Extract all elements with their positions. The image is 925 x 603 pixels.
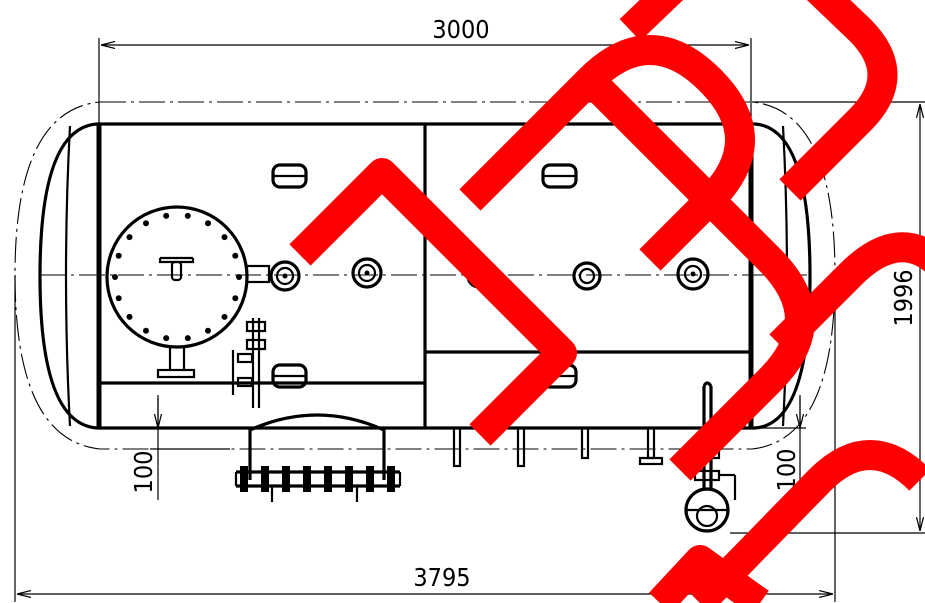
dimension-left-offset: 100 <box>129 395 230 500</box>
manhole-flange <box>105 205 271 379</box>
sump-bolt <box>387 466 395 492</box>
outer-envelope-line <box>14 101 836 450</box>
flange-bolt <box>221 234 228 241</box>
drain-pipes <box>452 426 664 468</box>
flange-bolt <box>115 295 122 302</box>
sump-bolt <box>366 466 374 492</box>
flange-bolt <box>221 313 228 320</box>
dimension-right: 1996 <box>730 101 925 534</box>
flange-bolt <box>232 252 239 259</box>
flange-bolt <box>163 212 170 219</box>
sump-bolt <box>240 466 248 492</box>
watermark-logo <box>289 0 925 603</box>
sump-bolt <box>282 466 290 492</box>
flange-bolt <box>112 274 118 280</box>
vessel-body <box>38 122 812 430</box>
flange-bolt <box>115 252 122 259</box>
sump-bolt <box>324 466 332 492</box>
dimension-bottom-label: 3795 <box>413 563 470 592</box>
sump-bolt <box>261 466 269 492</box>
level-gauge-valves <box>231 318 267 408</box>
flange-bolt <box>126 234 133 241</box>
flange-bolt <box>143 220 149 227</box>
sump-bolt <box>303 466 311 492</box>
flange-bolt <box>205 220 211 227</box>
sump-bolt <box>345 466 353 492</box>
flange-bolt <box>205 327 211 334</box>
flange-bolt <box>126 313 133 320</box>
flange-bolt <box>163 335 170 342</box>
flange-bolt <box>184 212 191 219</box>
flange-bolt <box>232 295 239 302</box>
flange-bolt <box>143 327 149 334</box>
flange-bolt <box>236 274 242 280</box>
bottom-sump <box>234 413 402 502</box>
dimension-top: 3000 <box>98 15 752 124</box>
dimension-right-label: 1996 <box>889 269 918 326</box>
flange-bolt <box>184 335 191 342</box>
dimension-left-offset-label: 100 <box>129 451 158 494</box>
dimension-top-label: 3000 <box>432 15 489 44</box>
